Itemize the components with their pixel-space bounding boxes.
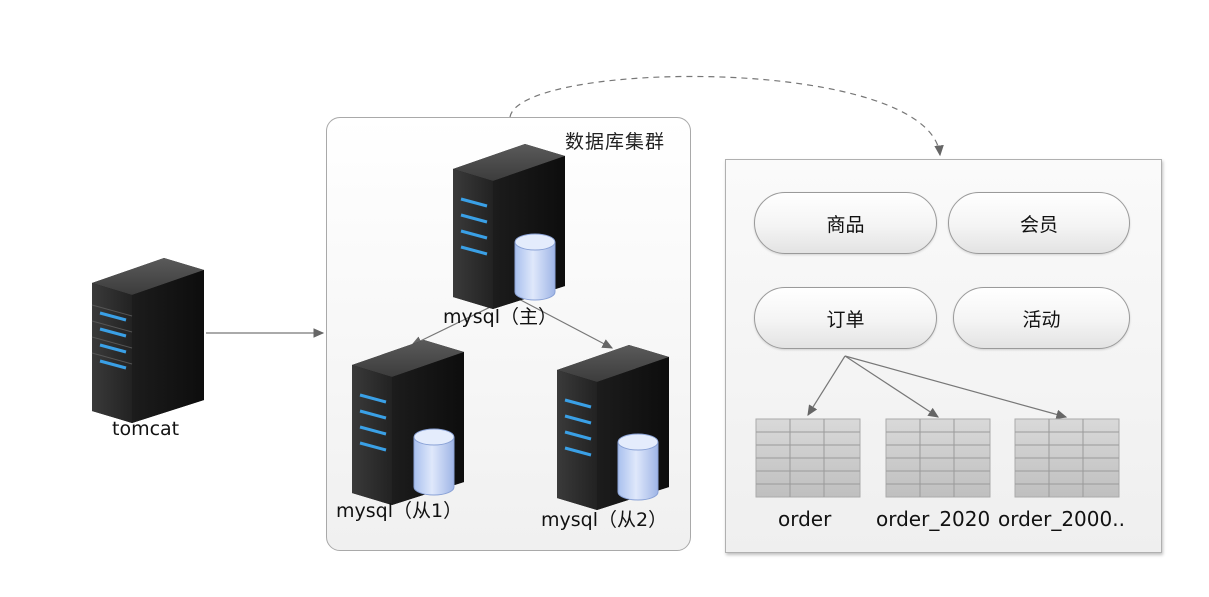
slave1-server-icon [352,340,464,505]
master-database-icon [514,233,556,301]
order-2000-table-icon [1014,418,1120,498]
cluster-title: 数据库集群 [565,131,666,153]
module-order[interactable]: 订单 [754,287,937,349]
cluster-to-sharding-dashed-arrow [509,75,944,157]
module-goods[interactable]: 商品 [754,192,937,254]
slave2-label: mysql（从2） [541,509,668,531]
table-label-order-2000: order_2000.. [998,507,1125,531]
tomcat-label: tomcat [112,418,180,440]
master-to-slave2-arrow [512,295,614,349]
order-to-table2-arrow [844,355,940,418]
connectors [206,75,1068,420]
order-2020-table-icon [885,418,991,498]
module-activity[interactable]: 活动 [953,287,1130,349]
slave1-database-icon [413,428,455,496]
order-to-table1-arrow [807,355,846,417]
order-table-icon [755,418,861,498]
master-label: mysql（主） [443,306,557,328]
table-label-order: order [778,507,832,531]
order-to-table3-arrow [844,355,1068,420]
slave2-database-icon [617,433,659,501]
slave1-label: mysql（从1） [336,500,463,522]
module-member[interactable]: 会员 [948,192,1130,254]
tomcat-server-icon [91,258,204,423]
table-label-order-2020: order_2020 [876,507,991,531]
